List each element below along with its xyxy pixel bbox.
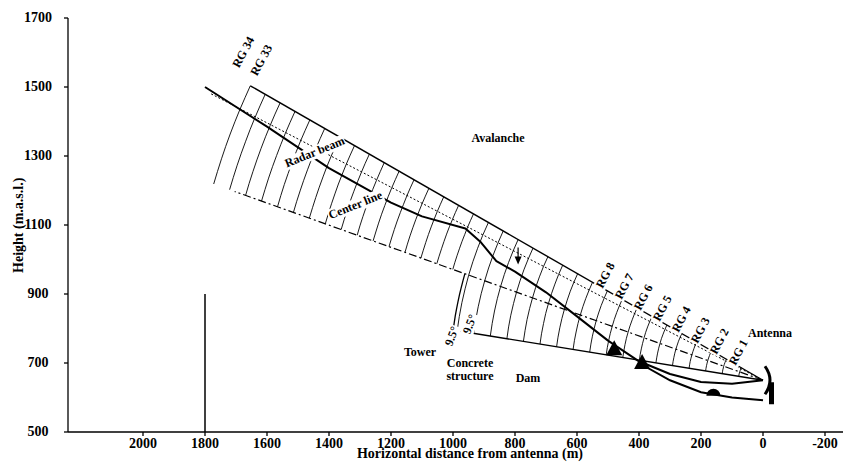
range-gate-label: RG 4 <box>669 303 694 335</box>
tick-label: 700 <box>28 356 49 371</box>
tick-label: 500 <box>28 425 49 440</box>
tick-label: 1100 <box>24 218 51 233</box>
range-gate-arc <box>293 129 324 213</box>
tick-label: 600 <box>567 437 588 452</box>
site-label: Antenna <box>747 327 793 340</box>
tick-label: 1200 <box>377 437 405 452</box>
tick-label: 900 <box>28 287 49 302</box>
range-gate-arc <box>421 197 444 258</box>
tick-label: -200 <box>812 437 838 452</box>
section-limit-line <box>204 294 206 432</box>
avalanche-arrowhead <box>515 257 522 265</box>
y-tick <box>64 431 68 432</box>
beam-label: Radar beam <box>282 134 347 170</box>
center-line <box>235 191 763 380</box>
range-gate-arc <box>230 94 266 189</box>
valley-floor <box>639 363 763 400</box>
range-gate-label: RG 3 <box>688 314 713 346</box>
range-gate-label: RG 2 <box>707 325 732 357</box>
range-gate-label: RG 7 <box>612 270 637 302</box>
tick-label: 1600 <box>253 437 281 452</box>
angle-label: 9.5° <box>442 324 461 349</box>
y-tick <box>64 362 68 363</box>
range-gate-arc <box>373 171 399 241</box>
radar-beam-line <box>211 94 763 380</box>
x-tick <box>576 432 577 436</box>
range-gate-label: RG 8 <box>593 259 618 291</box>
range-gate-arc <box>437 205 459 263</box>
range-gate-arc <box>623 308 637 358</box>
x-tick <box>266 432 267 436</box>
tick-label: 0 <box>760 437 767 452</box>
y-tick <box>64 293 68 294</box>
tick-label: 800 <box>505 437 526 452</box>
x-tick <box>452 432 453 436</box>
range-gate-arc <box>606 299 622 354</box>
antenna-mast <box>769 382 774 404</box>
x-tick <box>824 432 825 436</box>
x-tick <box>204 432 205 436</box>
tick-label: 1300 <box>24 149 52 164</box>
site-label: Dam <box>515 372 542 385</box>
y-tick <box>64 17 68 18</box>
y-tick <box>64 86 68 87</box>
x-tick <box>142 432 143 436</box>
line-label: Center line <box>325 188 384 222</box>
range-gate-arc <box>706 351 712 371</box>
dam-symbol <box>706 389 720 396</box>
y-tick <box>64 155 68 156</box>
tick-label: 1800 <box>191 437 219 452</box>
tick-label: 1500 <box>24 80 52 95</box>
range-gate-label: RG 1 <box>726 336 751 368</box>
range-gate-arc <box>590 291 608 352</box>
range-gate-arc <box>405 188 429 252</box>
x-tick <box>390 432 391 436</box>
tower-symbol <box>606 340 622 355</box>
range-gate-arc <box>453 214 474 270</box>
y-tick <box>64 224 68 225</box>
range-gate-arc <box>389 180 414 247</box>
site-label: Tower <box>403 346 437 359</box>
tick-label: 2000 <box>129 437 157 452</box>
range-gate-arc <box>689 342 697 368</box>
range-gate-label: RG 5 <box>650 292 675 324</box>
feature-label: Avalanche <box>470 132 525 145</box>
angle-label: 9.5° <box>460 312 479 337</box>
concrete-structure-symbol <box>634 354 650 369</box>
site-label: Concrete structure <box>438 357 502 382</box>
x-tick <box>762 432 763 436</box>
x-axis <box>68 431 843 432</box>
x-tick <box>328 432 329 436</box>
range-gate-arc <box>214 86 251 184</box>
x-tick <box>514 432 515 436</box>
range-gate-label: RG 6 <box>631 281 656 313</box>
tick-label: 1400 <box>315 437 343 452</box>
tick-label: 1000 <box>439 437 467 452</box>
terrain-profile <box>205 87 763 384</box>
tick-label: 400 <box>629 437 650 452</box>
tick-label: 200 <box>691 437 712 452</box>
x-tick <box>638 432 639 436</box>
tick-label: 1700 <box>24 11 52 26</box>
x-tick <box>700 432 701 436</box>
beam-upper-edge <box>250 86 763 380</box>
